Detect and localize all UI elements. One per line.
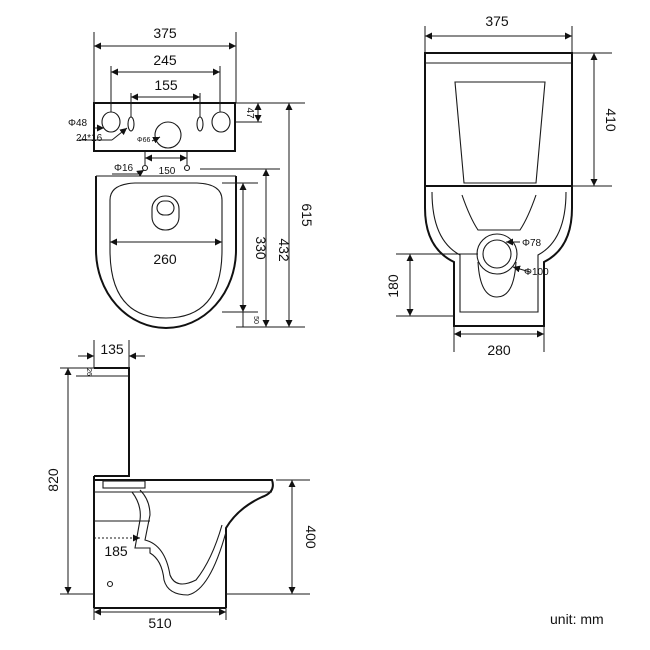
hole-66 xyxy=(154,121,182,149)
dim-50: 50 xyxy=(252,316,259,324)
rear-bowl-inner xyxy=(431,191,567,313)
dim-47: 47 xyxy=(244,107,255,119)
cistern-top-outline xyxy=(93,102,236,152)
dim-375-rear: 375 xyxy=(485,13,509,29)
dim-432: 432 xyxy=(276,238,292,262)
bowl-outer xyxy=(95,176,237,329)
dim-245: 245 xyxy=(153,52,177,68)
side-view: 135 26 820 400 185 510 xyxy=(45,340,319,631)
bowl-opening-inner xyxy=(156,200,175,216)
dim-400: 400 xyxy=(303,525,319,549)
dim-185: 185 xyxy=(104,543,128,559)
slot-left xyxy=(127,116,135,132)
dim-280: 280 xyxy=(487,342,511,358)
side-cistern-outline xyxy=(94,367,130,477)
slot-right xyxy=(196,116,204,132)
rear-bowl-outline xyxy=(424,186,573,327)
dim-24x16: 24*16 xyxy=(76,133,103,144)
side-fixing-hole xyxy=(106,580,114,588)
side-bowl-outline xyxy=(94,479,274,608)
seat-outline xyxy=(109,182,223,319)
side-flush-valve xyxy=(102,480,146,489)
dim-615: 615 xyxy=(299,203,315,227)
dim-260: 260 xyxy=(153,251,177,267)
dim-phi-48: Φ48 xyxy=(68,118,88,129)
dim-150: 150 xyxy=(159,166,176,177)
side-trapway-inner xyxy=(131,491,227,596)
bowl-opening xyxy=(151,195,180,231)
dim-135: 135 xyxy=(100,341,124,357)
rear-trapway-top xyxy=(461,194,537,231)
rear-cistern-outline xyxy=(424,52,573,187)
dim-26: 26 xyxy=(85,368,92,376)
rear-trapway-bottom xyxy=(477,261,517,298)
dim-510: 510 xyxy=(148,615,172,631)
top-view: 375 245 155 Φ48 24*16 Φ66 47 Φ16 150 xyxy=(68,25,315,329)
dim-375-top: 375 xyxy=(153,25,177,41)
rear-cistern-inner xyxy=(454,81,546,184)
side-trapway-outer xyxy=(139,489,223,585)
outlet-inner xyxy=(482,239,512,269)
dim-330: 330 xyxy=(253,236,269,260)
dim-phi-16: Φ16 xyxy=(114,163,134,174)
unit-label: unit: mm xyxy=(550,611,604,627)
rear-view: 375 410 Φ78 Φ100 180 280 xyxy=(385,13,619,358)
dim-180: 180 xyxy=(385,274,401,298)
hole-48-right xyxy=(211,111,231,133)
bolt-hole-right xyxy=(183,164,191,172)
hole-48-left xyxy=(101,111,121,133)
dim-phi-100: Φ100 xyxy=(524,267,549,278)
dim-820: 820 xyxy=(45,468,61,492)
bolt-hole-left xyxy=(141,164,149,172)
dim-phi-78: Φ78 xyxy=(522,238,542,249)
dim-155: 155 xyxy=(154,77,178,93)
dim-phi-66: Φ66 xyxy=(137,137,150,144)
dim-410: 410 xyxy=(603,108,619,132)
